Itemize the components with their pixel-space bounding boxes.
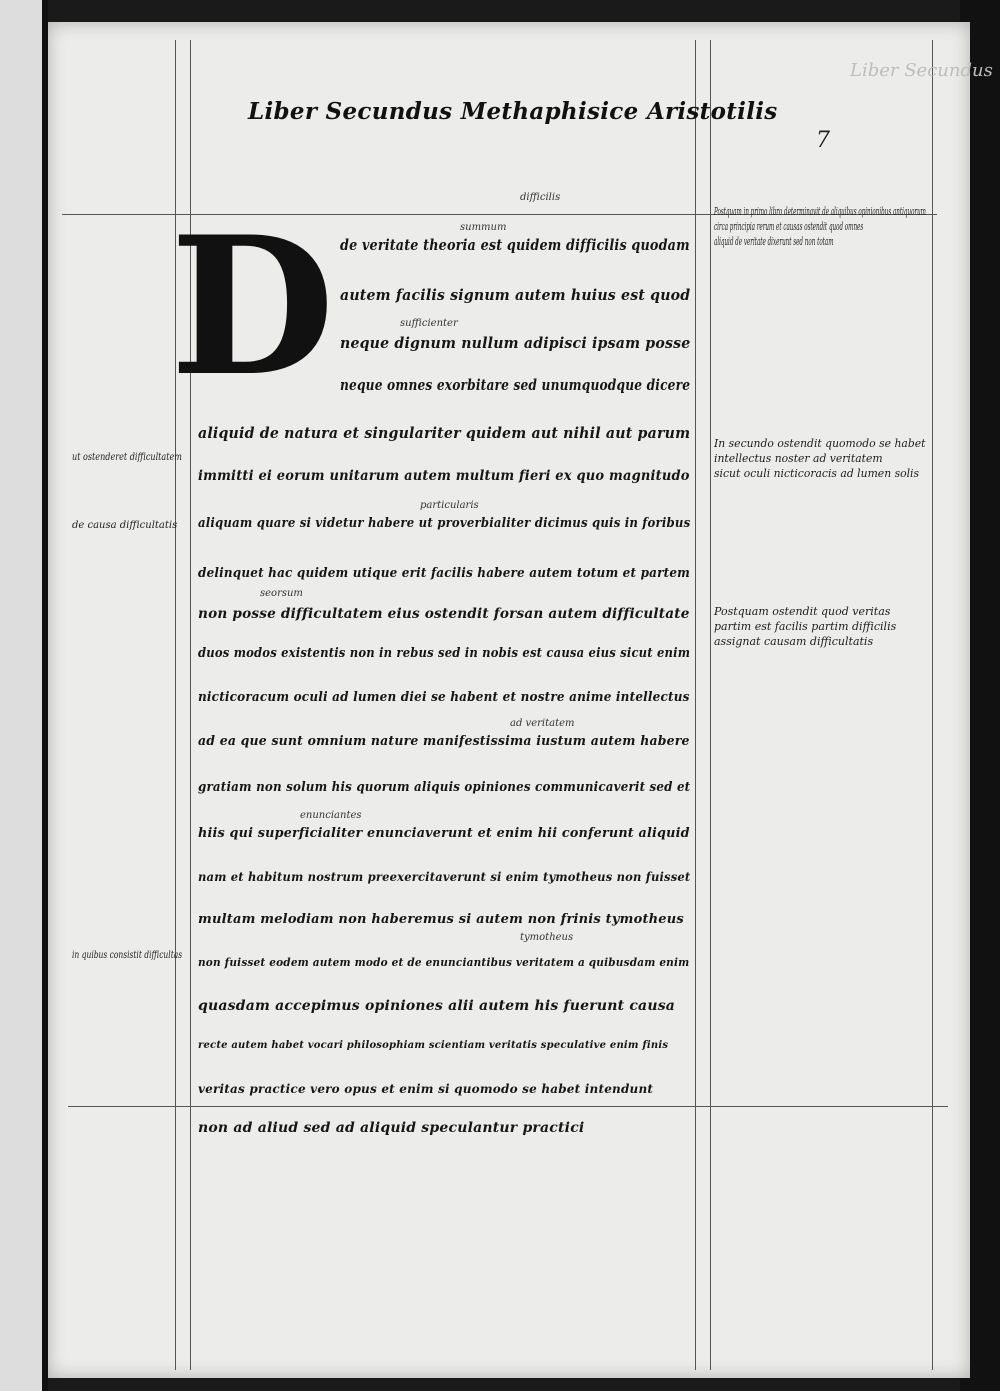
right-margin-note: In secundo ostendit quomodo se habet int…: [714, 437, 926, 480]
text-line: delinquet hac quidem utique erit facilis…: [198, 566, 691, 581]
interlinear-gloss: summum: [460, 222, 507, 233]
text-line: non ad aliud sed ad aliquid speculantur …: [198, 1120, 585, 1136]
text-line: multam melodiam non haberemus si autem n…: [198, 912, 684, 927]
text-line: recte autem habet vocari philosophiam sc…: [198, 1040, 669, 1051]
text-line: quasdam accepimus opiniones alii autem h…: [198, 998, 676, 1014]
outer-right-ruling: [932, 40, 933, 1370]
text-line: non posse difficultatem eius ostendit fo…: [198, 606, 690, 622]
interlinear-gloss: enunciantes: [300, 810, 362, 821]
text-line: aliquid de natura et singulariter quidem…: [198, 424, 691, 442]
text-right-ruling: [695, 40, 696, 1370]
left-margin-note: de causa difficultatis: [72, 520, 178, 531]
text-line: de veritate theoria est quidem difficili…: [340, 236, 690, 254]
top-ruling: [62, 214, 937, 215]
text-line: duos modos existentis non in rebus sed i…: [198, 646, 691, 661]
interlinear-gloss: ad veritatem: [510, 718, 575, 729]
right-margin-note: Postquam ostendit quod veritas partim es…: [714, 605, 897, 648]
interlinear-gloss: sufficienter: [400, 318, 458, 329]
page-title: Liber Secundus Methaphisice Aristotilis: [248, 98, 778, 125]
text-line: autem facilis signum autem huius est quo…: [340, 286, 691, 304]
right-margin-note: Postquam in primo libro determinavit de …: [714, 205, 926, 248]
decorated-initial: D: [170, 195, 335, 418]
left-margin-note: in quibus consistit difficultas: [72, 950, 183, 961]
text-line: gratiam non solum his quorum aliquis opi…: [198, 780, 691, 795]
gloss-right-ruling: [710, 40, 711, 1370]
left-outer-ruling: [175, 40, 176, 1370]
interlinear-gloss: tymotheus: [520, 932, 574, 943]
left-margin-note: ut ostenderet difficultatem: [72, 452, 182, 463]
text-line: veritas practice vero opus et enim si qu…: [198, 1082, 654, 1096]
text-line: neque omnes exorbitare sed unumquodque d…: [340, 376, 691, 394]
interlinear-gloss: particularis: [420, 500, 479, 511]
left-column-ruling: [190, 40, 191, 1370]
interlinear-gloss: difficilis: [520, 192, 561, 203]
faint-heading: Liber Secundus: [850, 60, 993, 81]
text-line: nam et habitum nostrum preexercitaverunt…: [198, 870, 691, 884]
text-line: nicticoracum oculi ad lumen diei se habe…: [198, 690, 690, 705]
left-page-edge: [0, 0, 48, 1391]
text-line: hiis qui superficialiter enunciaverunt e…: [198, 826, 690, 841]
text-line: ad ea que sunt omnium nature manifestiss…: [198, 734, 690, 749]
text-line: aliquam quare si videtur habere ut prove…: [198, 516, 691, 531]
text-line: neque dignum nullum adipisci ipsam posse: [340, 334, 691, 352]
interlinear-gloss: seorsum: [260, 588, 303, 599]
bottom-ruling: [68, 1106, 948, 1107]
manuscript-page: [48, 22, 970, 1378]
text-line: non fuisset eodem autem modo et de enunc…: [198, 956, 690, 969]
folio-number: 7: [816, 128, 830, 153]
text-line: immitti ei eorum unitarum autem multum f…: [198, 468, 690, 484]
